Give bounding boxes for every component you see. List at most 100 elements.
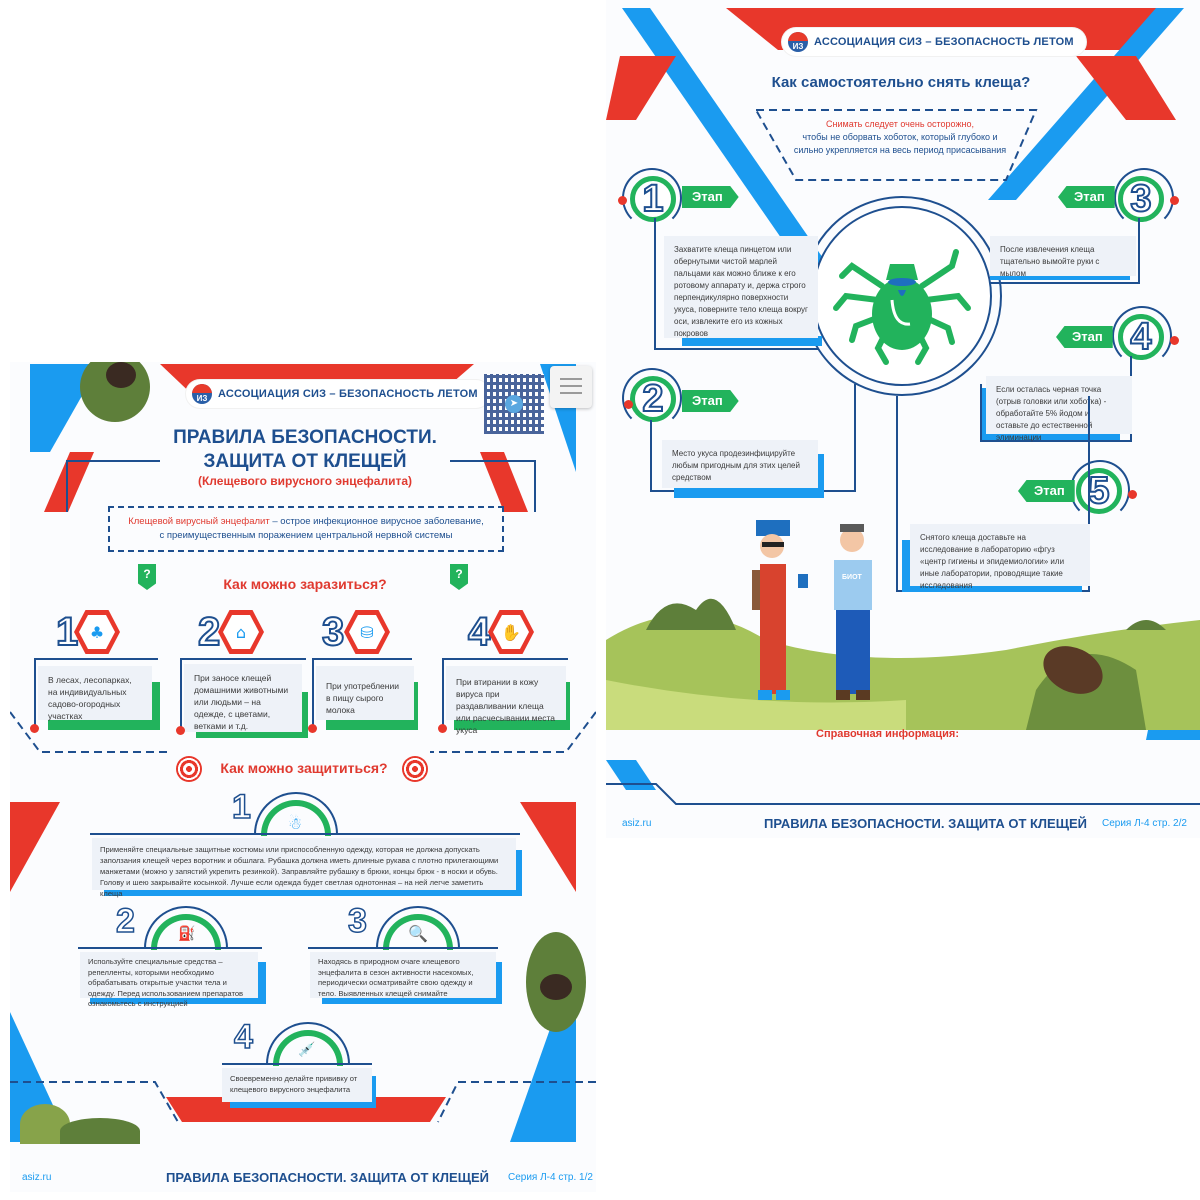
bush-decoration [60, 1118, 140, 1144]
definition-term: Клещевой вирусный энцефалит [128, 516, 270, 527]
vaccine-icon: 💉 [298, 1042, 316, 1058]
page-1-leaflet: ИЗ АССОЦИАЦИЯ СИЗ – БЕЗОПАСНОСТЬ ЛЕТОМ ➤… [10, 362, 596, 1192]
stage-badge: Этап [682, 186, 739, 208]
stage-badge: Этап [1056, 326, 1113, 348]
red-dot [1170, 336, 1179, 345]
protection-number: 1 [231, 787, 251, 827]
org-header-pill: ИЗ АССОЦИАЦИЯ СИЗ – БЕЗОПАСНОСТЬ ЛЕТОМ [186, 380, 490, 408]
stage-ring: 3 [1118, 176, 1164, 222]
connector-line [854, 384, 856, 492]
protection-heading: Как можно защититься? [220, 760, 388, 776]
protection-number: 3 [347, 901, 367, 941]
footer-series: Серия Л-4 стр. 2/2 [1102, 818, 1187, 829]
item-frame [312, 658, 412, 728]
footer-title: ПРАВИЛА БЕЗОПАСНОСТИ. ЗАЩИТА ОТ КЛЕЩЕЙ [764, 816, 1087, 831]
divider [308, 947, 498, 949]
item-frame [442, 658, 568, 728]
hamburger-menu-button[interactable] [550, 366, 592, 408]
question-tag-left: ? [138, 564, 156, 590]
protective-suit-icon: ☃ [288, 814, 303, 833]
footer-site-link[interactable]: asiz.ru [622, 818, 652, 829]
red-dot [1128, 490, 1137, 499]
stage-number: 4 [1129, 315, 1152, 359]
stage-number: 2 [641, 377, 664, 421]
tick-icon [833, 249, 971, 365]
protection-card-text: Находясь в природном очаге клещевого энц… [310, 952, 496, 998]
protection-number: 2 [115, 901, 135, 941]
page-subtitle: (Клещевого вирусного энцефалита) [197, 474, 412, 488]
definition-box: Клещевой вирусный энцефалит – острое инф… [108, 506, 504, 552]
stage-ring: 4 [1118, 314, 1164, 360]
stage-ring: 2 [630, 376, 676, 422]
stage-card-text: Захватите клеща пинцетом или обернутыми … [664, 236, 818, 338]
question-tag-right: ? [450, 564, 468, 590]
stage-card-text: Место укуса продезинфицируйте любым приг… [662, 440, 818, 488]
org-name: АССОЦИАЦИЯ СИЗ – БЕЗОПАСНОСТЬ ЛЕТОМ [218, 388, 478, 400]
stage-ring-frame [622, 368, 682, 428]
trees-icon: ♣ [79, 615, 115, 649]
red-dot [30, 724, 39, 733]
protection-number: 4 [233, 1017, 253, 1057]
landscape-illustration [606, 598, 1200, 730]
infection-heading: Как можно заразиться? [223, 576, 387, 592]
stage-card-text: Если осталась черная точка (отрыв головк… [986, 376, 1132, 442]
target-icon [176, 756, 202, 782]
milk-can-icon: ⛁ [349, 615, 385, 649]
red-dot [438, 724, 447, 733]
divider [90, 833, 520, 835]
glove-icon: ✋ [493, 615, 529, 649]
footer-site-link[interactable]: asiz.ru [22, 1172, 52, 1183]
pet-house-icon: ⌂ [223, 615, 259, 649]
red-dot [1170, 196, 1179, 205]
org-header-pill: ИЗ АССОЦИАЦИЯ СИЗ – БЕЗОПАСНОСТЬ ЛЕТОМ [782, 28, 1086, 56]
stage-frame [654, 218, 818, 350]
definition-text-line2: с преимущественным поражением центрально… [159, 530, 453, 541]
infection-card-text: При употреблении в пищу сырого молока [316, 666, 414, 720]
stage-number: 3 [1129, 177, 1152, 221]
infection-card-text: В лесах, лесопарках, на индивидуальных с… [38, 666, 152, 721]
association-logo-icon: ИЗ [192, 384, 212, 404]
red-dot [176, 726, 185, 735]
stage-card-text: После извлечения клеща тщательно вымойте… [990, 236, 1136, 278]
warning-text: Снимать следует очень осторожно, чтобы н… [790, 118, 1010, 157]
stage-badge: Этап [682, 390, 739, 412]
item-frame [180, 658, 306, 730]
footer-title: ПРАВИЛА БЕЗОПАСНОСТИ. ЗАЩИТА ОТ КЛЕЩЕЙ [166, 1170, 489, 1185]
infection-number: 2 [197, 609, 221, 655]
stage-ring: 1 [630, 176, 676, 222]
protection-card-text: Используйте специальные средства – репел… [80, 952, 258, 1008]
stage-badge: Этап [1018, 480, 1075, 502]
telegram-icon: ➤ [505, 395, 523, 413]
definition-text: – острое инфекционное вирусное заболеван… [269, 516, 484, 527]
red-dot [618, 196, 627, 205]
warning-body: чтобы не оборвать хоботок, который глубо… [793, 132, 1007, 155]
infection-card-text: При втирании в кожу вируса при раздавлив… [446, 666, 566, 735]
reference-info-label: Справочная информация: [816, 728, 960, 740]
target-icon [402, 756, 428, 782]
stage-number: 5 [1087, 469, 1110, 513]
shirt-label: БИОТ [842, 574, 862, 581]
page-title: Как самостоятельно снять клеща? [771, 74, 1031, 91]
association-logo-icon: ИЗ [788, 32, 808, 52]
stage-ring: 5 [1076, 468, 1122, 514]
stage-number: 1 [641, 177, 664, 221]
item-frame [34, 658, 158, 728]
hikers-illustration [752, 520, 872, 700]
org-name: АССОЦИАЦИЯ СИЗ – БЕЗОПАСНОСТЬ ЛЕТОМ [814, 36, 1074, 48]
page-title: ПРАВИЛА БЕЗОПАСНОСТИ. ЗАЩИТА ОТ КЛЕЩЕЙ [160, 426, 450, 474]
protection-card-text: Своевременно делайте прививку от клещево… [222, 1068, 372, 1102]
protection-card-text: Применяйте специальные защитные костюмы … [92, 838, 516, 898]
divider [78, 947, 262, 949]
tick-illustration [106, 362, 136, 388]
red-dot [308, 724, 317, 733]
red-dot [624, 400, 633, 409]
hexagon-badge: ✋ [488, 610, 534, 654]
magnifier-tick-icon: 🔍 [408, 924, 428, 943]
divider [222, 1063, 372, 1065]
stage-card-text: Снятого клеща доставьте на исследование … [910, 524, 1090, 590]
connector-line [980, 384, 982, 442]
card-shadow [682, 336, 822, 346]
infection-number: 4 [467, 609, 491, 655]
footer-series: Серия Л-4 стр. 1/2 [508, 1172, 593, 1183]
infection-number: 3 [321, 609, 345, 655]
